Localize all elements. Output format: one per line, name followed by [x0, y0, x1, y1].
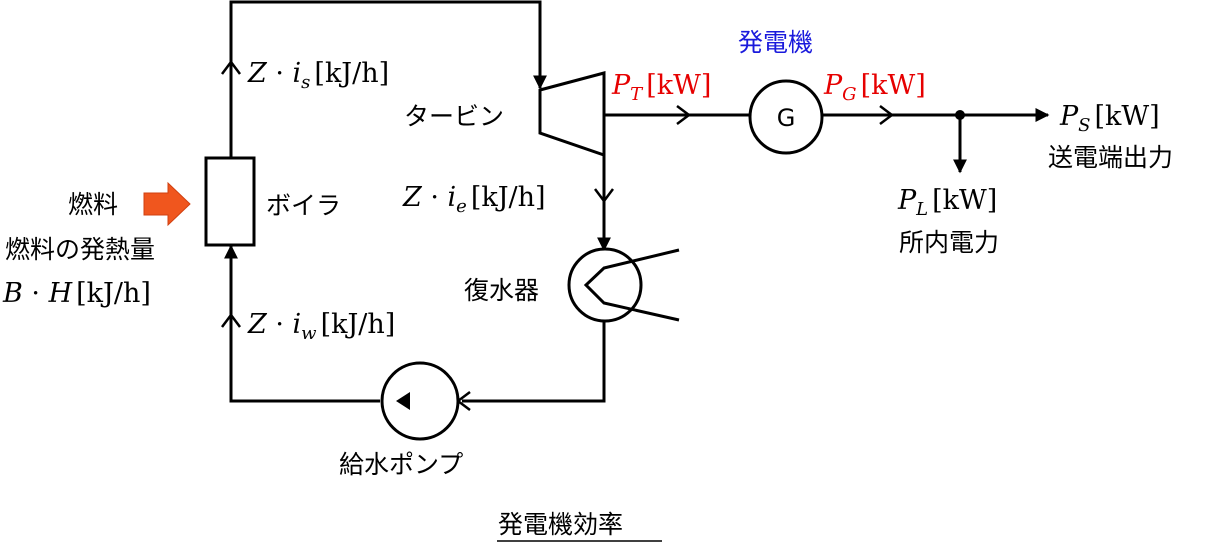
- feed-pump-label: 給水ポンプ: [339, 450, 463, 479]
- house-power-label: 所内電力: [899, 228, 999, 257]
- steam-in-formula: Z · is[kJ/h]: [247, 58, 389, 93]
- condenser-coil: [583, 248, 680, 322]
- feed-pump-circle: [380, 361, 460, 441]
- water-in-formula: Z · iw[kJ/h]: [247, 309, 395, 344]
- transmission-output-label: 送電端出力: [1048, 143, 1173, 172]
- boiler-label: ボイラ: [266, 191, 341, 220]
- generator-symbol: G: [777, 104, 796, 132]
- generator-output-label: PG[kW]: [823, 70, 926, 105]
- fuel-heat-label: 燃料の発熱量: [5, 235, 155, 264]
- shaft-chevron-1: [676, 105, 692, 125]
- fuel-heat-formula: B · H[kJ/h]: [2, 278, 151, 309]
- send-output-label: PS[kW]: [1059, 101, 1160, 136]
- steam-out-formula: Z · ie[kJ/h]: [402, 182, 546, 217]
- boiler-box: [204, 156, 256, 247]
- flow-chevron-up-bottom: [221, 312, 241, 328]
- condenser-label: 復水器: [464, 276, 539, 305]
- flow-chevron-up-top: [221, 59, 241, 75]
- fuel-arrow: [143, 181, 191, 227]
- generator-circle: [748, 79, 824, 155]
- turbine-label: タービン: [404, 102, 504, 131]
- generator-title: 発電機: [738, 28, 813, 57]
- feed-pump-arrow: [396, 392, 410, 410]
- shaft-chevron-2: [879, 105, 895, 125]
- flow-chevron-down-exhaust: [594, 188, 614, 204]
- house-load-label: PL[kW]: [897, 185, 997, 220]
- turbine-output-label: PT[kW]: [611, 70, 711, 105]
- fuel-label: 燃料: [68, 190, 118, 219]
- turbine-symbol: [538, 71, 606, 158]
- water-pipe-return: [224, 244, 606, 403]
- condenser-circle: [567, 247, 643, 323]
- caption: 発電機効率: [498, 510, 623, 539]
- steam-pipe-top: [229, 0, 547, 158]
